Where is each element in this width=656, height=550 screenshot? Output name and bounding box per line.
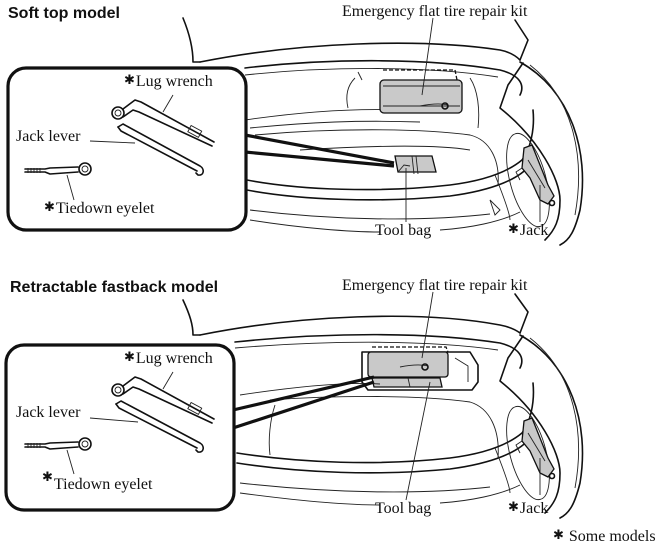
label-jack: ✱Jack xyxy=(508,499,549,517)
soft-top-trunk-illustration xyxy=(6,17,584,246)
label-jack-lever: Jack lever xyxy=(16,128,81,145)
footnote: ✱ Some models. xyxy=(553,527,656,545)
label-tool-bag: Tool bag xyxy=(375,222,432,239)
fastback-trunk-illustration xyxy=(4,291,584,519)
label-repair-kit: Emergency flat tire repair kit xyxy=(342,277,528,294)
asterisk-icon: ✱ xyxy=(124,349,135,364)
asterisk-icon: ✱ xyxy=(44,199,55,214)
label-jack-lever: Jack lever xyxy=(16,404,81,421)
label-tiedown-eyelet: ✱Tiedown eyelet xyxy=(42,469,153,493)
label-jack: ✱Jack xyxy=(508,221,549,239)
asterisk-icon: ✱ xyxy=(124,72,135,87)
panel-title: Soft top model xyxy=(8,5,120,22)
panel-title: Retractable fastback model xyxy=(10,279,219,296)
label-lug-wrench: ✱Lug wrench xyxy=(124,72,213,90)
label-repair-kit: Emergency flat tire repair kit xyxy=(342,3,528,20)
asterisk-icon: ✱ xyxy=(508,221,519,236)
asterisk-icon: ✱ xyxy=(42,469,53,484)
asterisk-icon: ✱ xyxy=(508,499,519,514)
label-tiedown-eyelet: ✱Tiedown eyelet xyxy=(44,199,155,217)
asterisk-icon: ✱ xyxy=(553,527,564,542)
label-tool-bag: Tool bag xyxy=(375,500,432,517)
label-lug-wrench: ✱Lug wrench xyxy=(124,349,213,367)
